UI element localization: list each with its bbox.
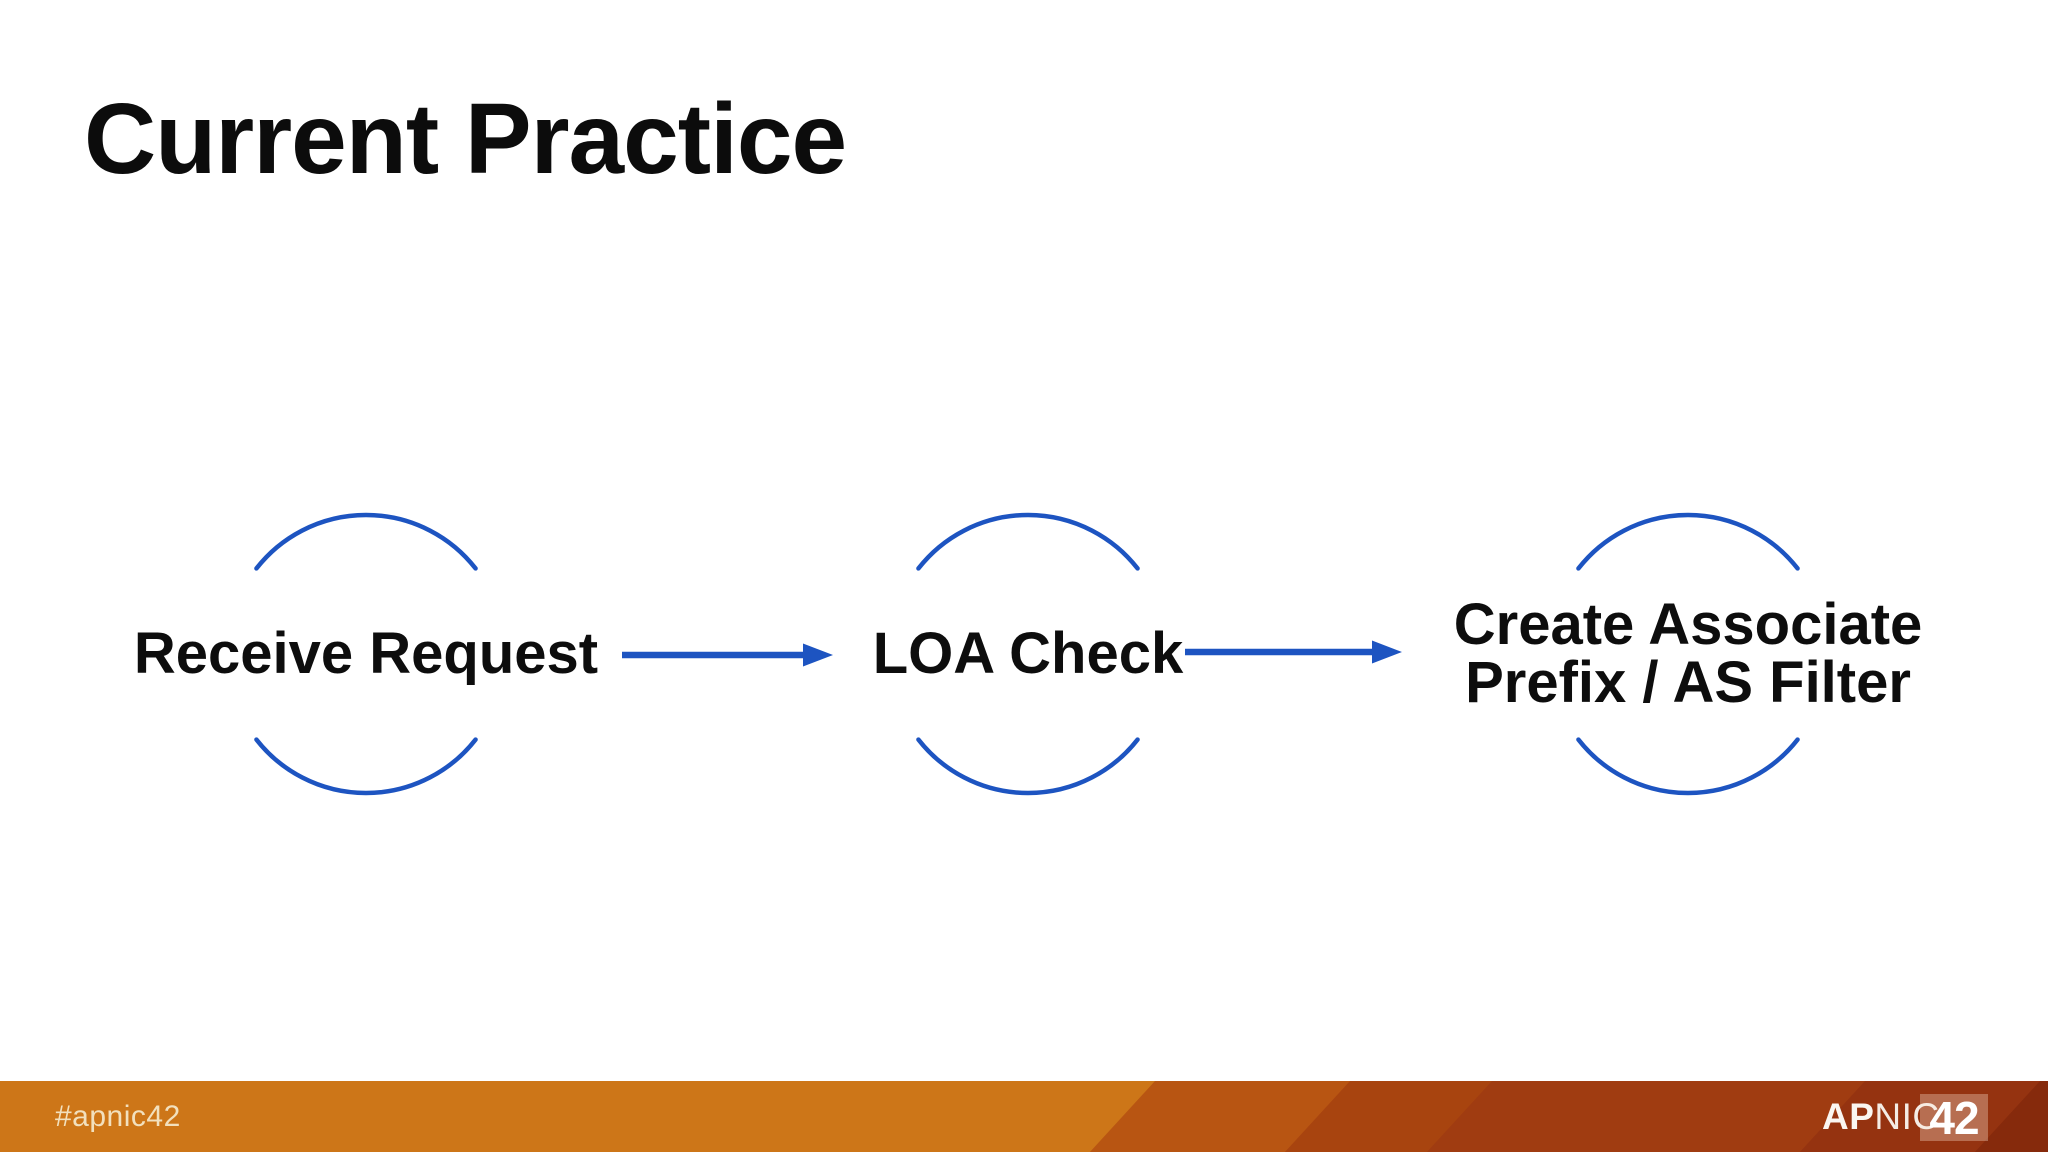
footer-hashtag: #apnic42 bbox=[55, 1099, 181, 1133]
apnic-logo-42: 42 bbox=[1929, 1091, 1979, 1144]
page-title: Current Practice bbox=[84, 83, 847, 195]
apnic-logo-nic: NIC bbox=[1874, 1095, 1940, 1137]
flow-node-loa-check: LOA Check bbox=[873, 625, 1183, 683]
flow-node-label-line1: Create Associate bbox=[1453, 592, 1923, 657]
apnic-logo-ap: AP bbox=[1822, 1095, 1875, 1137]
flow-node-label: LOA Check bbox=[872, 621, 1184, 686]
flow-node-receive-request: Receive Request bbox=[134, 625, 598, 683]
flow-node-label-line2: Prefix / AS Filter bbox=[1465, 650, 1911, 715]
flow-node-create-associate-prefix-as-filter: Create Associate Prefix / AS Filter bbox=[1454, 596, 1923, 712]
flow-node-label: Receive Request bbox=[133, 621, 599, 686]
apnic-logo-42-badge: 42 bbox=[1920, 1092, 1988, 1144]
